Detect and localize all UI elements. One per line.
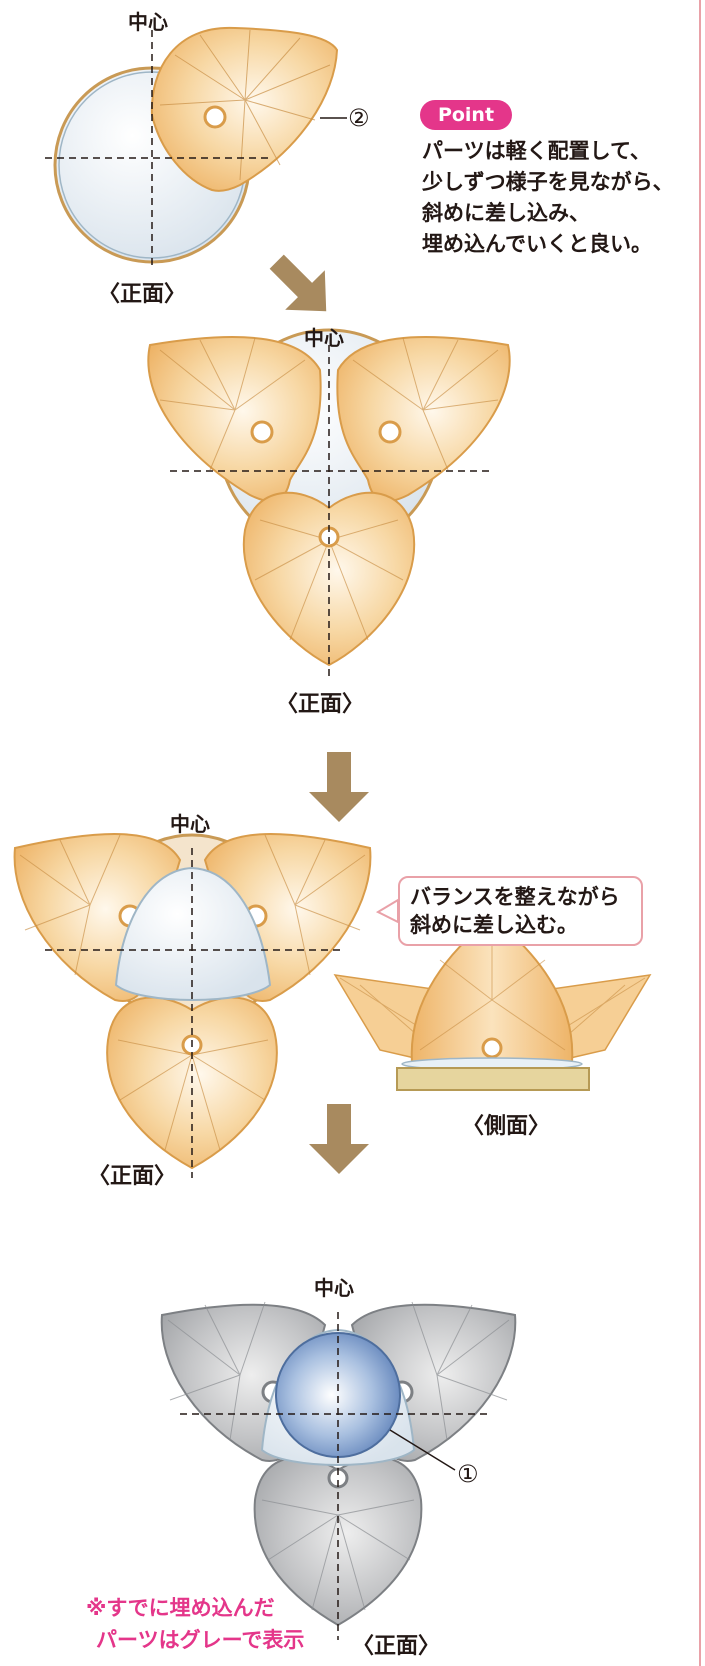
step-arrow-2: [309, 752, 369, 822]
point-line: 埋め込んでいくと良い。: [422, 232, 652, 256]
point-badge: Point: [420, 100, 512, 130]
point-line: 斜めに差し込み、: [422, 201, 590, 225]
center-label: 中心: [128, 10, 168, 34]
center-label: 中心: [304, 326, 344, 350]
front-view-label: 〈正面〉: [352, 1634, 441, 1659]
center-label: 中心: [314, 1276, 354, 1300]
side-view-base: [396, 1067, 590, 1091]
step2-petal-left: [147, 336, 322, 503]
grey-parts-note: ※すでに埋め込んだ パーツはグレーで表示: [86, 1592, 304, 1656]
point-text: パーツは軽く配置して、 少しずつ様子を見ながら、 斜めに差し込み、 埋め込んでい…: [422, 136, 674, 260]
part-number-1: ①: [457, 1460, 479, 1488]
note-line: パーツはグレーで表示: [96, 1628, 305, 1652]
part-number-2: ②: [348, 104, 370, 132]
front-view-label: 〈正面〉: [88, 1164, 177, 1189]
callout-line: 斜めに差し込む。: [410, 913, 578, 937]
step3-side-view: [333, 916, 652, 1091]
step1-front-view: [45, 26, 347, 268]
point-line: 少しずつ様子を見ながら、: [422, 170, 674, 194]
front-view-label: 〈正面〉: [98, 282, 187, 307]
center-label: 中心: [170, 812, 210, 836]
step3-front-view: [13, 833, 399, 1178]
step-arrow-3: [309, 1104, 369, 1174]
step4-front-view: [160, 1301, 517, 1640]
page-edge-rule: [699, 0, 701, 1666]
step-arrow-1: [269, 254, 327, 312]
step2-front-view: [147, 328, 511, 680]
step2-petal-right: [336, 336, 511, 503]
step3-center-shield: [114, 866, 272, 1001]
front-view-label: 〈正面〉: [276, 692, 365, 717]
callout-line: バランスを整えながら: [410, 885, 620, 909]
point-line: パーツは軽く配置して、: [422, 139, 651, 163]
side-view-label: 〈側面〉: [462, 1114, 551, 1139]
callout-box: バランスを整えながら 斜めに差し込む。: [398, 876, 643, 946]
note-line: ※すでに埋め込んだ: [86, 1596, 275, 1620]
